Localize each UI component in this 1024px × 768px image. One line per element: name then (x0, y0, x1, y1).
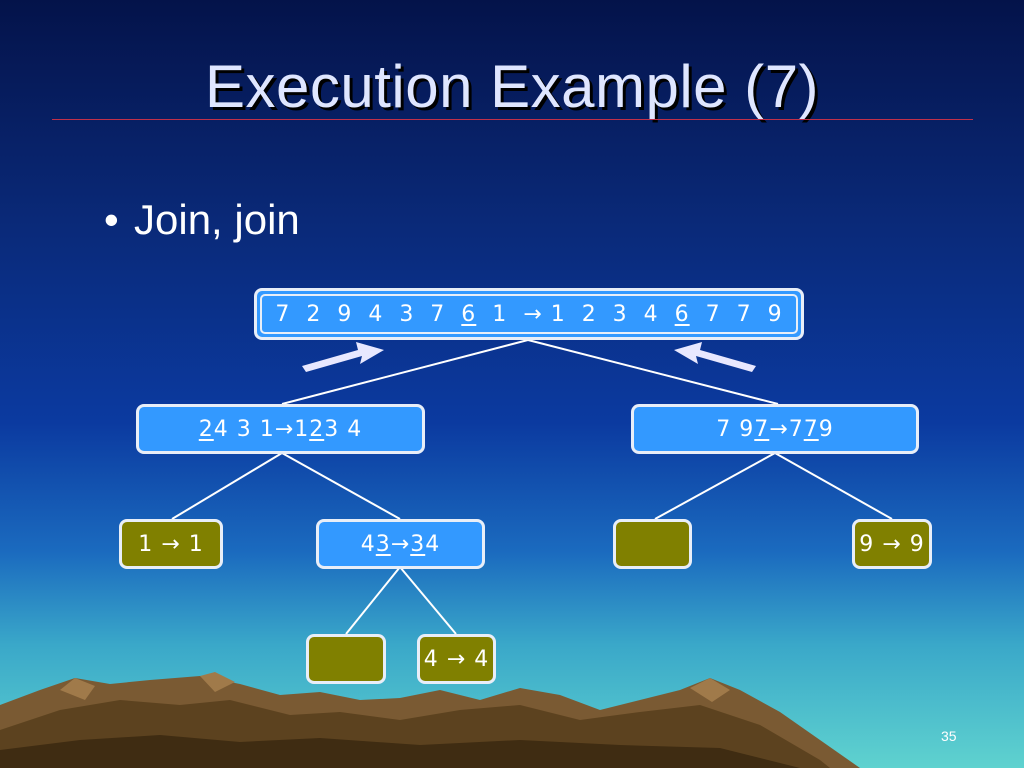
edge-root-right (527, 339, 779, 405)
arrow-up-right-icon (302, 342, 384, 372)
edge-root-left (281, 339, 529, 405)
root-input: 7 2 9 4 3 7 6 1 (275, 301, 524, 327)
arrow-icon: → (274, 416, 295, 442)
root-node-content: 7 2 9 4 3 7 6 1 → 1 2 3 4 6 7 7 9 (260, 294, 798, 334)
lr-node: 4 3 → 3 4 (316, 519, 485, 569)
edge-right-rr (774, 452, 893, 520)
arrow-icon: → (769, 416, 789, 442)
leaf-node-ll: 1 → 1 (119, 519, 223, 569)
slide-number: 35 (941, 728, 957, 744)
edge-left-ll (171, 452, 283, 520)
leaf-node-rr: 9 → 9 (852, 519, 932, 569)
bullet-item: • Join, join (104, 196, 300, 244)
edge-lr-lrr (399, 566, 457, 635)
slide-title: Execution Example (7) (204, 53, 820, 120)
left-node: 2 4 3 1 → 1 2 3 4 (136, 404, 425, 454)
edge-left-lr (281, 452, 401, 520)
edge-right-rl (654, 452, 776, 520)
arrow-icon: → (390, 531, 411, 557)
bullet-text: Join, join (134, 196, 300, 243)
arrow-up-left-icon (674, 342, 756, 372)
title-divider (52, 119, 973, 120)
bullet-dot: • (104, 196, 119, 243)
edge-lr-lrl (345, 566, 401, 635)
join-arrows (302, 342, 756, 372)
right-node: 7 9 7 → 7 7 9 (631, 404, 919, 454)
leaf-node-lrr: 4 → 4 (417, 634, 496, 684)
root-node: 7 2 9 4 3 7 6 1 → 1 2 3 4 6 7 7 9 (254, 288, 804, 340)
leaf-node-rl (613, 519, 692, 569)
leaf-node-lrl (306, 634, 386, 684)
root-output: 1 2 3 4 6 7 7 9 (542, 301, 783, 327)
arrow-icon: → (523, 301, 543, 327)
